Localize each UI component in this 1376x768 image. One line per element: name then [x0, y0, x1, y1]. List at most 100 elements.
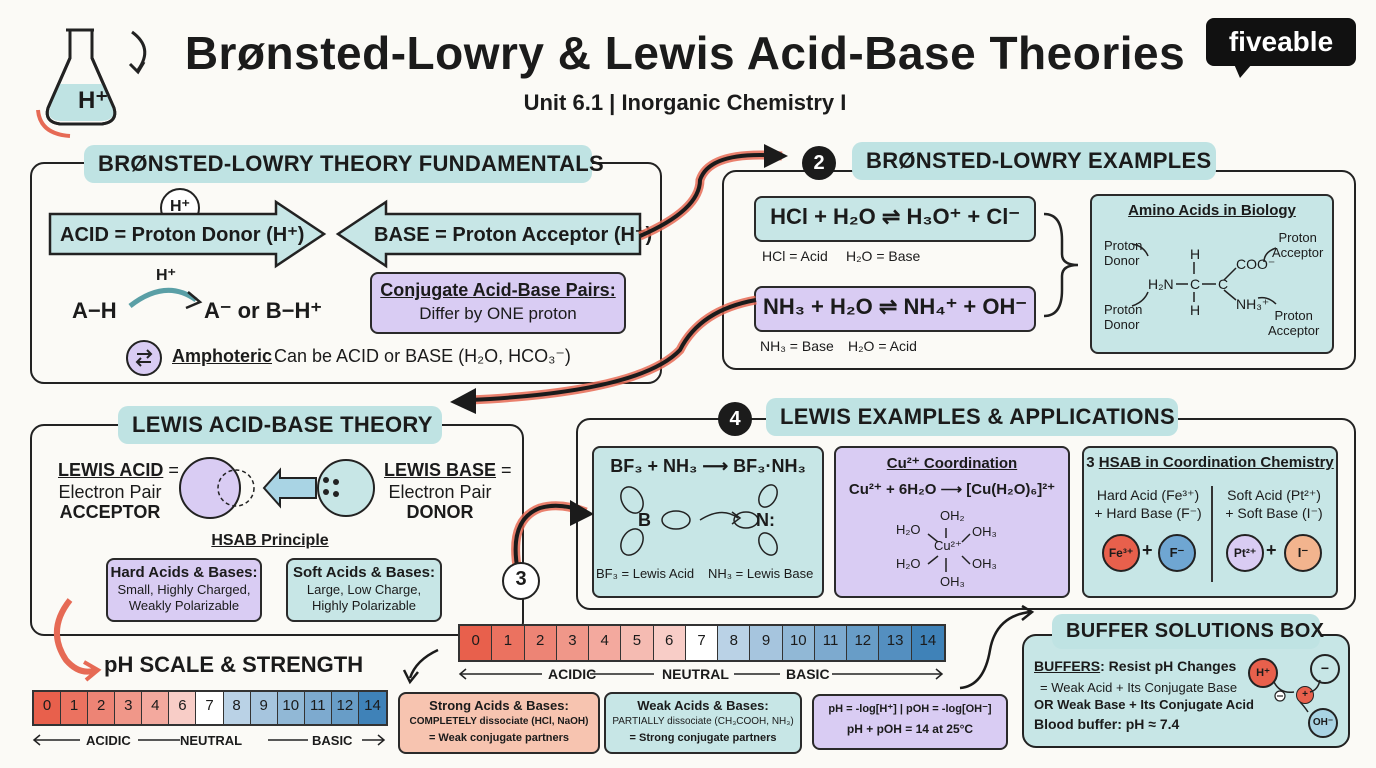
ph-small-acidic: ACIDIC	[86, 733, 131, 748]
ph-main-cell: 14	[911, 626, 944, 660]
nh3-equation: NH₃ + H₂O ⇌ NH₄⁺ + OH⁻	[762, 294, 1027, 319]
ph-formula-line1: pH = -log[H⁺] | pOH = -log[OH⁻]	[828, 703, 992, 715]
bf3-n-atom: N:	[756, 510, 775, 530]
swap-icon	[126, 340, 162, 376]
section-badge-2: 2	[802, 146, 836, 180]
acid-label: ACID = Proton Donor (H⁺)	[60, 224, 305, 246]
buffer-panel	[1022, 634, 1350, 748]
ph-small-cell: 12	[331, 692, 359, 724]
base-label: BASE = Proton Acceptor (H⁺)	[374, 224, 653, 246]
page-title: Brønsted-Lowry & Lewis Acid-Base Theorie…	[184, 27, 1186, 79]
buffer-line4: Blood buffer: pH ≈ 7.4	[1034, 716, 1180, 732]
cu-oh3-right-bottom: OH₃	[972, 556, 997, 571]
reaction-right: A⁻ or B−H⁺	[204, 298, 322, 323]
lewis-acid-line2: Electron Pair	[58, 482, 162, 502]
hsab-soft-text: Soft Acid (Pt²⁺) + Soft Base (I⁻)	[1225, 487, 1323, 521]
amphoteric-term: Amphoteric	[172, 346, 273, 366]
section-badge-3: 3	[502, 562, 540, 600]
hsab-title: HSAB Principle	[211, 532, 329, 549]
cu-oh3-right-top: OH₃	[972, 524, 997, 539]
flask-label: H⁺	[78, 87, 108, 114]
base-arrow-shape	[335, 199, 642, 269]
f-ion: F⁻	[1158, 534, 1196, 572]
ph-main-cell: 4	[589, 626, 622, 660]
ph-formula-line2: pH + pOH = 14 at 25°C	[846, 722, 974, 736]
ph-main-cell: 11	[814, 626, 848, 660]
cu-h2o-left-top: H₂O	[896, 522, 921, 537]
ph-small-cell: 11	[304, 692, 332, 724]
buffer-line1-text: : Resist pH Changes	[1100, 658, 1237, 674]
hcl-acid-note: HCl = Acid	[762, 248, 828, 264]
bf3-orbital-icon	[620, 484, 778, 556]
amino-h-top: H	[1190, 246, 1201, 262]
ph-main-cell: 5	[621, 626, 654, 660]
bl-fundamentals-title: BRØNSTED-LOWRY THEORY FUNDAMENTALS	[84, 145, 604, 183]
ph-main-cell: 9	[750, 626, 783, 660]
reaction-proton: H⁺	[156, 267, 176, 284]
proton-badge-label: H⁺	[170, 198, 190, 215]
cu-title: Cu²⁺ Coordination	[886, 455, 1018, 472]
fe-ion: Fe³⁺	[1102, 534, 1140, 572]
strong-line1: COMPLETELY dissociate (HCl, NaOH)	[409, 716, 589, 727]
cu-equation: Cu²⁺ + 6H₂O ⟶ [Cu(H₂O)₆]²⁺	[848, 481, 1056, 498]
soft-acids-text: Large, Low Charge, Highly Polarizable	[306, 582, 422, 613]
amino-c2: C	[1218, 276, 1229, 292]
ph-main-cell: 3	[556, 626, 590, 660]
lewis-acid-eq: =	[163, 460, 179, 480]
brand-name: fiveable	[1228, 26, 1334, 57]
lewis-base-line3: DONOR	[406, 502, 474, 522]
amino-proton-donor-top: Proton Donor	[1104, 238, 1143, 268]
section-badge-4: 4	[718, 402, 752, 436]
ph-small-cell: 0	[34, 692, 62, 724]
nh3-base-note: NH₃ = Base	[760, 338, 834, 354]
ph-main-axis	[458, 668, 944, 680]
transfer-arrow-icon	[128, 287, 203, 310]
ph-small-basic: BASIC	[312, 733, 353, 748]
hard-acids-text: Small, Highly Charged, Weakly Polarizabl…	[117, 582, 251, 613]
buffer-minus-ion: −	[1310, 654, 1340, 684]
nh3-acid-note: H₂O = Acid	[848, 338, 917, 354]
hsab-divider	[1211, 486, 1213, 582]
lewis-base-line1: LEWIS BASE =	[384, 460, 512, 481]
bl-examples-title: BRØNSTED-LOWRY EXAMPLES	[852, 142, 1216, 180]
amino-c1: C	[1190, 276, 1201, 292]
brace-icon	[1043, 212, 1079, 318]
flask-icon	[30, 18, 160, 138]
strong-acids-card	[398, 692, 600, 754]
hsab-coord-badge: 3	[1086, 454, 1095, 471]
ph-main-cell: 2	[524, 626, 557, 660]
buffer-line2: = Weak Acid + Its Conjugate Base	[1040, 680, 1238, 695]
hsab-coord-title-text: HSAB in Coordination Chemistry	[1098, 454, 1334, 471]
brand-logo: fiveable	[1206, 18, 1358, 80]
ph-small-cell: 6	[169, 692, 197, 724]
amino-coo: COO⁻	[1236, 256, 1276, 272]
hsab-coord-card	[1082, 446, 1338, 598]
ph-small-cell: 7	[196, 692, 224, 724]
cu-card	[834, 446, 1070, 598]
cu-h2o-left-bottom: H₂O	[896, 556, 921, 571]
amino-bonds-icon	[1131, 243, 1277, 307]
conjugate-text: Differ by ONE proton	[419, 304, 577, 323]
lewis-base-line2: Electron Pair	[388, 482, 492, 502]
bf3-equation: BF₃ + NH₃ ⟶ BF₃·NH₃	[610, 456, 806, 476]
hsab-hard-plus: +	[1142, 540, 1153, 560]
bf3-b-atom: B	[638, 510, 651, 530]
cu-oh3-bottom: OH₃	[940, 574, 965, 589]
lewis-examples-title: LEWIS EXAMPLES & APPLICATIONS	[766, 398, 1178, 436]
ph-small-cell: 8	[223, 692, 251, 724]
cu-oh2-top: OH₂	[940, 508, 965, 523]
reaction-left: A−H	[72, 298, 117, 323]
lewis-acid-term: LEWIS ACID	[58, 460, 164, 480]
ph-small-cell: 4	[142, 692, 170, 724]
buffer-center-ion: +	[1296, 686, 1314, 704]
amino-proton-acceptor-top: Proton Acceptor	[1272, 230, 1324, 260]
lewis-base-eq: =	[496, 460, 512, 480]
ph-main-cell: 7	[685, 626, 719, 660]
hsab-soft-plus: +	[1266, 540, 1277, 560]
ph-small-axis	[32, 734, 386, 746]
lewis-acid-line1: LEWIS ACID =	[58, 460, 179, 481]
hcl-base-note: H₂O = Base	[846, 248, 921, 264]
